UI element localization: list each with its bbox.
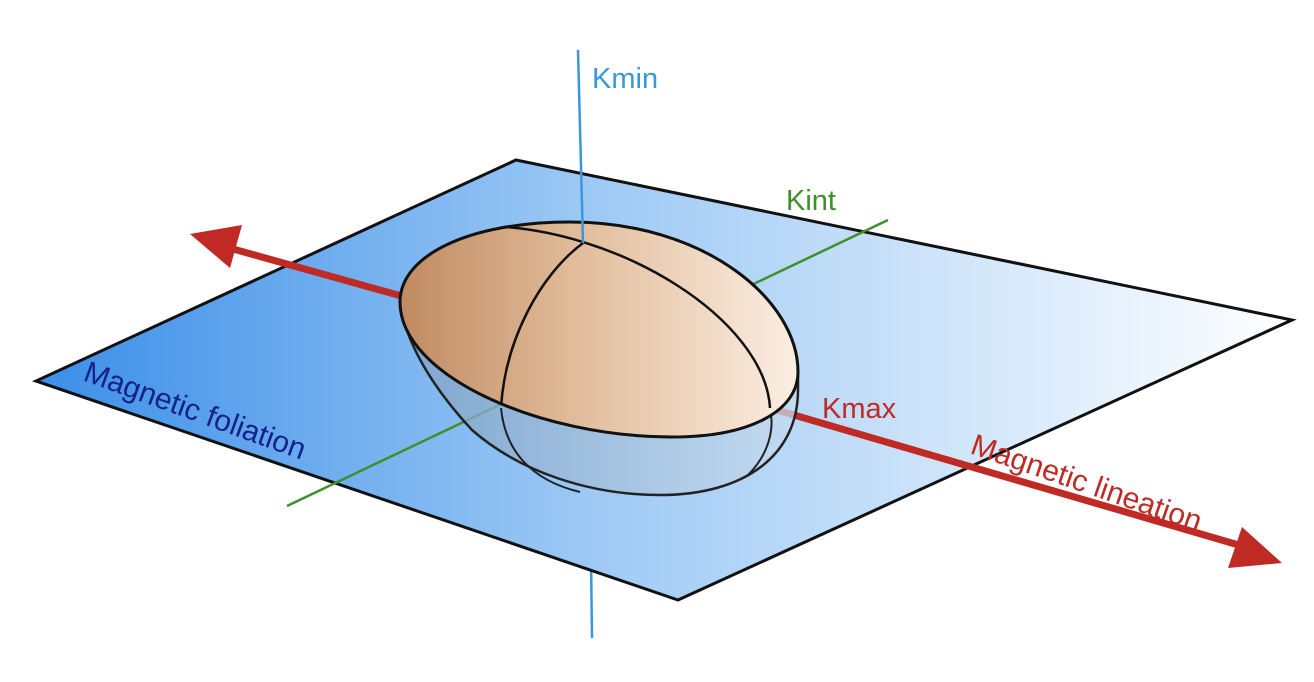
ellipsoid-meridian-kmax: [484, 224, 772, 409]
kint-label: Kint: [786, 185, 836, 217]
magnetic-lineation-label: Magnetic lineation: [967, 428, 1206, 538]
ellipsoid-meridian-kint: [499, 241, 584, 409]
kmax-arrowhead-right: [1228, 527, 1282, 568]
kmax-arrowhead-left: [190, 225, 242, 268]
kmax-label: Kmax: [822, 393, 897, 425]
kmin-label: Kmin: [592, 63, 658, 95]
kmax-axis: [225, 243, 1243, 550]
kmin-axis-upper: [576, 49, 585, 244]
ellipsoid-lower-meridian: [500, 407, 581, 493]
